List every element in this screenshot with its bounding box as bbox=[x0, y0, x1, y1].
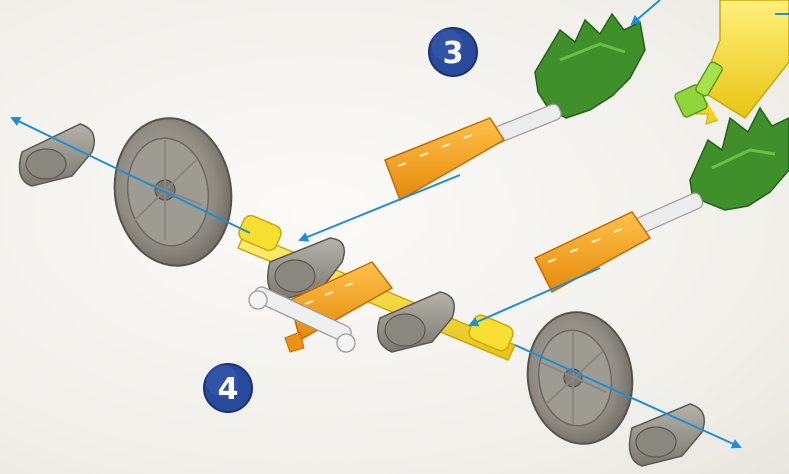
green-gear-part-lower bbox=[690, 108, 789, 210]
right-arrow-icon bbox=[632, 0, 660, 24]
step-badge-4: 4 bbox=[204, 364, 252, 412]
right-arrow-icon bbox=[300, 175, 460, 240]
orange-connector-lower bbox=[535, 212, 650, 292]
wheel-icon-right bbox=[519, 305, 640, 450]
orange-connector-upper bbox=[385, 118, 504, 200]
wheel-icon bbox=[105, 111, 240, 274]
step-number-3: 3 bbox=[443, 36, 464, 71]
step-badge-3: 3 bbox=[429, 28, 477, 76]
step-number-4: 4 bbox=[218, 372, 239, 407]
gray-end-cap-left bbox=[20, 124, 95, 186]
green-gear-part-upper bbox=[535, 14, 645, 118]
